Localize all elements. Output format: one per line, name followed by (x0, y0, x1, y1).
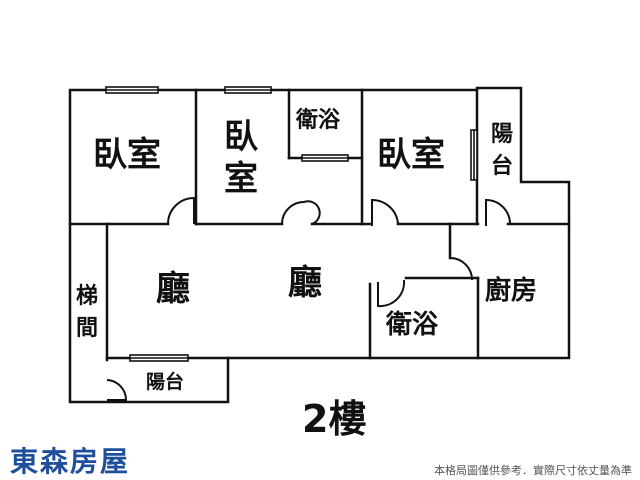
room-label-stairs-line1: 梯 (76, 284, 99, 309)
room-label-bedroom3: 臥室 (377, 135, 445, 175)
disclaimer-text: 本格局圖僅供參考．實際尺寸依丈量為準 (434, 464, 632, 477)
room-label-balcony-top-line2: 台 (491, 154, 514, 179)
room-label-bathroom-top: 衛浴 (296, 108, 341, 133)
door-kitchen (449, 257, 473, 281)
door-stairs (106, 379, 128, 401)
room-label-kitchen: 廚房 (485, 276, 538, 306)
room-label-living2: 廳 (288, 263, 322, 303)
brand-logo-text: 東森房屋 (10, 445, 131, 478)
door-bath2 (377, 279, 406, 308)
floor-label: 2樓 (302, 397, 367, 441)
door-bed3 (371, 198, 399, 226)
room-label-bathroom-bottom: 衛浴 (386, 310, 439, 340)
door-balcony-top (485, 198, 511, 226)
doors (106, 196, 511, 401)
door-bed2 (281, 200, 321, 225)
outer-wall (68, 86, 571, 404)
room-label-balcony-bottom: 陽台 (146, 371, 185, 393)
room-label-bedroom2-line1: 臥 (224, 117, 258, 157)
room-label-bedroom2-line2: 室 (224, 159, 258, 199)
windows (105, 86, 478, 362)
room-label-bedroom1: 臥室 (93, 135, 161, 175)
room-label-living1: 廳 (156, 269, 190, 309)
room-label-balcony-top-line1: 陽 (491, 122, 514, 147)
door-bed1 (167, 196, 195, 225)
room-label-stairs-line2: 間 (76, 316, 99, 341)
